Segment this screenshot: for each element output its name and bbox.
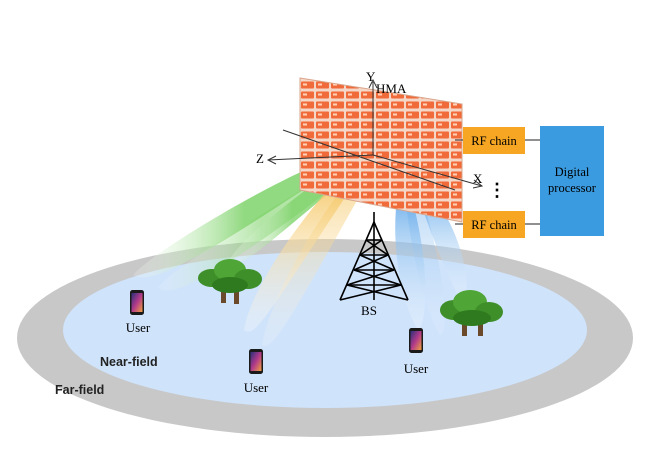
beam-blue-2 bbox=[415, 188, 467, 302]
user-2-label: User bbox=[244, 380, 269, 395]
axis-x-label: X bbox=[473, 171, 483, 186]
axis-y-label: Y bbox=[366, 69, 376, 84]
rf-connectors bbox=[455, 139, 540, 225]
hma-label: HMA bbox=[376, 81, 407, 96]
processor-label-line1: Digital bbox=[555, 165, 590, 179]
hma-panel bbox=[299, 77, 463, 223]
far-field-label: Far-field bbox=[55, 383, 104, 397]
axis-z-label: Z bbox=[256, 151, 264, 166]
rf-chain-top bbox=[463, 127, 525, 154]
beam-yellow-2 bbox=[262, 185, 360, 346]
rf-chain-bottom-label: RF chain bbox=[471, 218, 517, 232]
ellipsis: ⋮ bbox=[488, 180, 506, 200]
beam-blue-3 bbox=[405, 192, 445, 335]
user-1-phone-icon bbox=[130, 290, 144, 315]
tree-right bbox=[440, 290, 503, 336]
base-station-tower bbox=[339, 212, 409, 301]
beam-green-1 bbox=[133, 170, 318, 278]
user-1-label: User bbox=[126, 320, 151, 335]
rf-chain-bottom bbox=[463, 211, 525, 238]
beam-green-3 bbox=[228, 178, 335, 264]
user-2-phone-icon bbox=[249, 349, 263, 374]
coordinate-axes bbox=[266, 78, 484, 191]
user-3-phone-icon bbox=[409, 328, 423, 353]
processor-label-line2: processor bbox=[548, 181, 597, 195]
bs-label: BS bbox=[361, 303, 377, 318]
rf-chain-top-label: RF chain bbox=[471, 134, 517, 148]
near-field-label: Near-field bbox=[100, 355, 158, 369]
digital-processor bbox=[540, 126, 604, 236]
tree-left bbox=[198, 259, 262, 304]
user-3-label: User bbox=[404, 361, 429, 376]
